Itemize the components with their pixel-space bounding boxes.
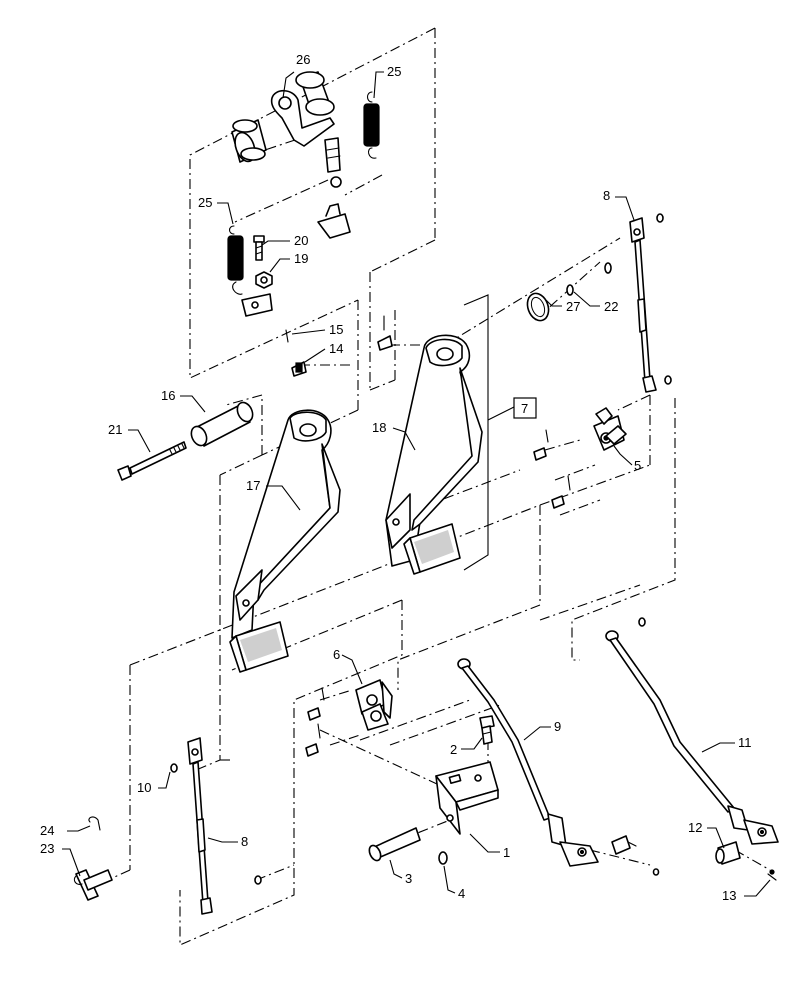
rod-8-upper: [629, 213, 672, 393]
callout-7: 7: [521, 401, 528, 416]
callout-10: 10: [137, 780, 151, 795]
callout-8-top: 8: [603, 188, 610, 203]
small-bolt-top: [377, 315, 393, 351]
callout-12: 12: [688, 820, 702, 835]
callout-15: 15: [329, 322, 343, 337]
callout-6: 6: [333, 647, 340, 662]
callout-labels: 26 25 25 20 19 15 14 16 21 18 17 7 27 22…: [40, 52, 752, 903]
callout-16: 16: [161, 388, 175, 403]
rod-11: [605, 617, 779, 845]
callout-27: 27: [566, 299, 580, 314]
callout-5: 5: [634, 458, 641, 473]
callout-25-left: 25: [198, 195, 212, 210]
rollers-bracket-26: [231, 71, 351, 239]
rod-8-lower: [170, 737, 262, 915]
bolt-2: [479, 715, 495, 745]
callout-1: 1: [503, 845, 510, 860]
callout-18: 18: [372, 420, 386, 435]
bracket-5: [533, 407, 627, 509]
callout-22: 22: [604, 299, 618, 314]
bracket-6: [305, 679, 393, 757]
pedal-17: [229, 409, 341, 673]
bracket-1: [435, 761, 499, 835]
assembly-7-frame: [463, 294, 489, 571]
pedal-18: [385, 334, 483, 575]
callout-19: 19: [294, 251, 308, 266]
callout-7-box: [513, 397, 537, 419]
callout-9: 9: [554, 719, 561, 734]
callout-17: 17: [246, 478, 260, 493]
rod-9: [457, 658, 599, 867]
springs-25: [227, 91, 380, 317]
callout-24: 24: [40, 823, 54, 838]
callout-11: 11: [738, 735, 752, 750]
callout-leaders: [62, 71, 771, 897]
roller-16-bolt-21: [117, 401, 254, 481]
pin-23-clip-24: [73, 816, 113, 901]
bolt-20-nut-19: [253, 235, 273, 289]
callout-20: 20: [294, 233, 308, 248]
callout-13-visible: 13: [722, 888, 736, 903]
callout-14: 14: [329, 341, 343, 356]
washer-27-clip-22: [526, 262, 612, 322]
pin-12-clip-13: [715, 841, 777, 881]
bolt-lower-right: [611, 835, 660, 876]
pin-3-clip-4: [368, 827, 448, 865]
callout-23: 23: [40, 841, 54, 856]
callout-4: 4: [458, 886, 465, 901]
callout-26: 26: [296, 52, 310, 67]
callout-21: 21: [108, 422, 122, 437]
callout-8-bottom: 8: [241, 834, 248, 849]
callout-3: 3: [405, 871, 412, 886]
callout-25-top: 25: [387, 64, 401, 79]
pin-15-pin-14: [285, 329, 307, 377]
callout-2: 2: [450, 742, 457, 757]
